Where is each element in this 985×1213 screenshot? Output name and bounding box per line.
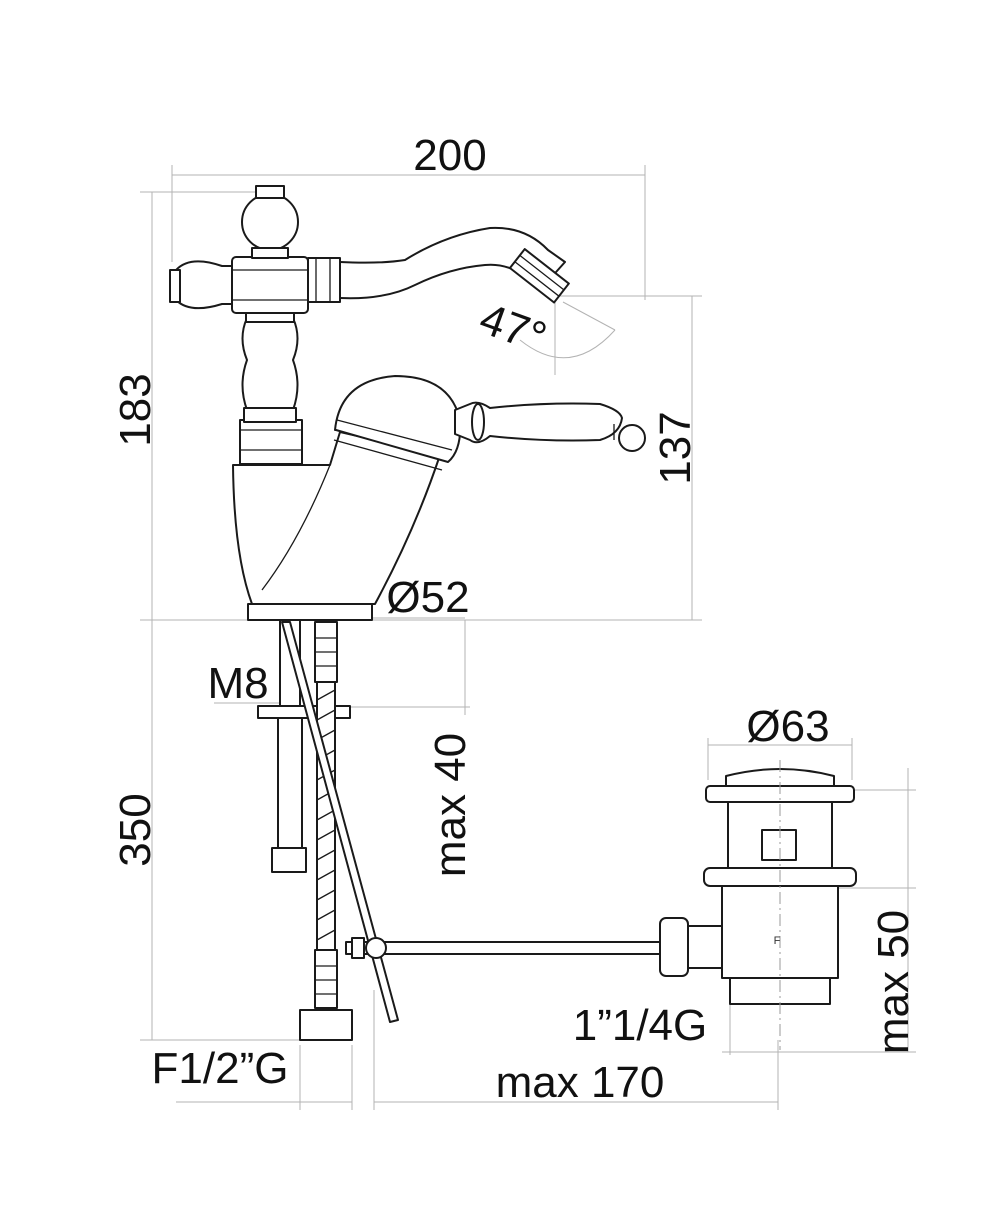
dimension-labels: 200 183 137 47° Ø52 M8 max 40 350 F1/2”G… (111, 131, 918, 1107)
label-base-diameter: Ø52 (386, 573, 469, 622)
label-hose-length: 350 (111, 793, 160, 866)
mixer-body (169, 185, 646, 621)
label-waste-diameter: Ø63 (746, 702, 829, 751)
label-drain-reach: max 170 (496, 1058, 665, 1107)
label-waste-mark: F (774, 935, 781, 947)
pop-up-waste (703, 760, 857, 1050)
label-height-total: 183 (111, 373, 160, 446)
label-stud-thread: M8 (207, 659, 268, 708)
under-deck-fittings (257, 619, 723, 1041)
dimension-lines (140, 165, 916, 1110)
label-waste-max-height: max 50 (869, 910, 918, 1054)
label-waste-thread: 1”1/4G (573, 1001, 708, 1050)
label-spout-height: 137 (651, 411, 700, 484)
label-inlet-thread: F1/2”G (152, 1044, 289, 1093)
label-width-total: 200 (413, 131, 486, 180)
label-max-thickness: max 40 (426, 733, 475, 877)
